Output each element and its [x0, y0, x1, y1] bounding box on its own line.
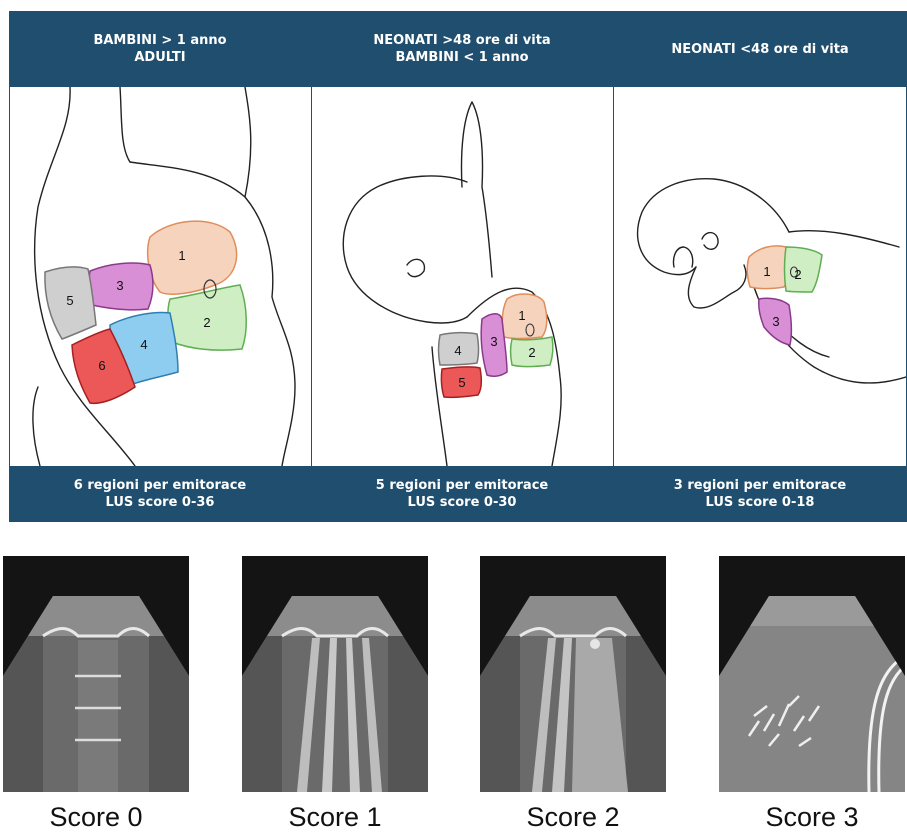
infant-label-4: 4	[454, 343, 461, 358]
footer-neonate: 3 regioni per emitorace LUS score 0-18	[613, 466, 907, 522]
neonate-ear	[702, 233, 718, 250]
header-infant: NEONATI >48 ore di vita BAMBINI < 1 anno	[311, 11, 613, 87]
infant-ear	[407, 259, 424, 276]
neonate-label-3: 3	[772, 314, 779, 329]
neonate-label-1: 1	[763, 264, 770, 279]
neonate-arm	[688, 265, 746, 308]
adult-body-outline-right	[33, 387, 40, 466]
infant-diagram: 1 2 3 4 5	[312, 87, 612, 466]
neonate-region-2	[785, 247, 823, 292]
neonate-hand	[673, 247, 692, 267]
infant-label-1: 1	[518, 308, 525, 323]
header-neonate: NEONATI <48 ore di vita	[613, 11, 907, 87]
footer-infant: 5 regioni per emitorace LUS score 0-30	[311, 466, 613, 522]
header-adult: BAMBINI > 1 anno ADULTI	[9, 11, 311, 87]
footer-infant-line2: LUS score 0-30	[311, 494, 613, 511]
adult-label-4: 4	[140, 337, 147, 352]
score-0-label: Score 0	[3, 802, 189, 832]
infant-label-3: 3	[490, 334, 497, 349]
adult-region-1	[148, 221, 237, 294]
header-infant-line2: BAMBINI < 1 anno	[311, 49, 613, 66]
infant-head-outline	[343, 176, 467, 323]
infant-label-2: 2	[528, 345, 535, 360]
footer-adult-line2: LUS score 0-36	[9, 494, 311, 511]
ultrasound-score-0	[3, 556, 189, 792]
score-2-label: Score 2	[480, 802, 666, 832]
header-neonate-line1: NEONATI <48 ore di vita	[613, 41, 907, 58]
ultrasound-score-3	[719, 556, 905, 792]
footer-adult: 6 regioni per emitorace LUS score 0-36	[9, 466, 311, 522]
footer-adult-line1: 6 regioni per emitorace	[9, 477, 311, 494]
neonate-diagram: 1 2 3	[614, 87, 906, 466]
header-adult-line2: ADULTI	[9, 49, 311, 66]
neonate-label-2: 2	[794, 267, 801, 282]
footer-infant-line1: 5 regioni per emitorace	[311, 477, 613, 494]
adult-label-3: 3	[116, 278, 123, 293]
adult-neck-line	[120, 87, 130, 162]
adult-label-5: 5	[66, 293, 73, 308]
score-1-label: Score 1	[242, 802, 428, 832]
ultrasound-score-1	[242, 556, 428, 792]
score-3-label: Score 3	[719, 802, 905, 832]
infant-arm	[461, 102, 492, 277]
adult-arm-inner	[245, 87, 251, 197]
footer-neonate-line1: 3 regioni per emitorace	[613, 477, 907, 494]
header-adult-line1: BAMBINI > 1 anno	[9, 32, 311, 49]
adult-label-1: 1	[178, 248, 185, 263]
adult-label-6: 6	[98, 358, 105, 373]
footer-neonate-line2: LUS score 0-18	[613, 494, 907, 511]
ultrasound-score-2	[480, 556, 666, 792]
adult-label-2: 2	[203, 315, 210, 330]
infant-label-5: 5	[458, 375, 465, 390]
adult-torso-diagram: 1 2 3 4 5 6	[10, 87, 310, 466]
header-infant-line1: NEONATI >48 ore di vita	[311, 32, 613, 49]
